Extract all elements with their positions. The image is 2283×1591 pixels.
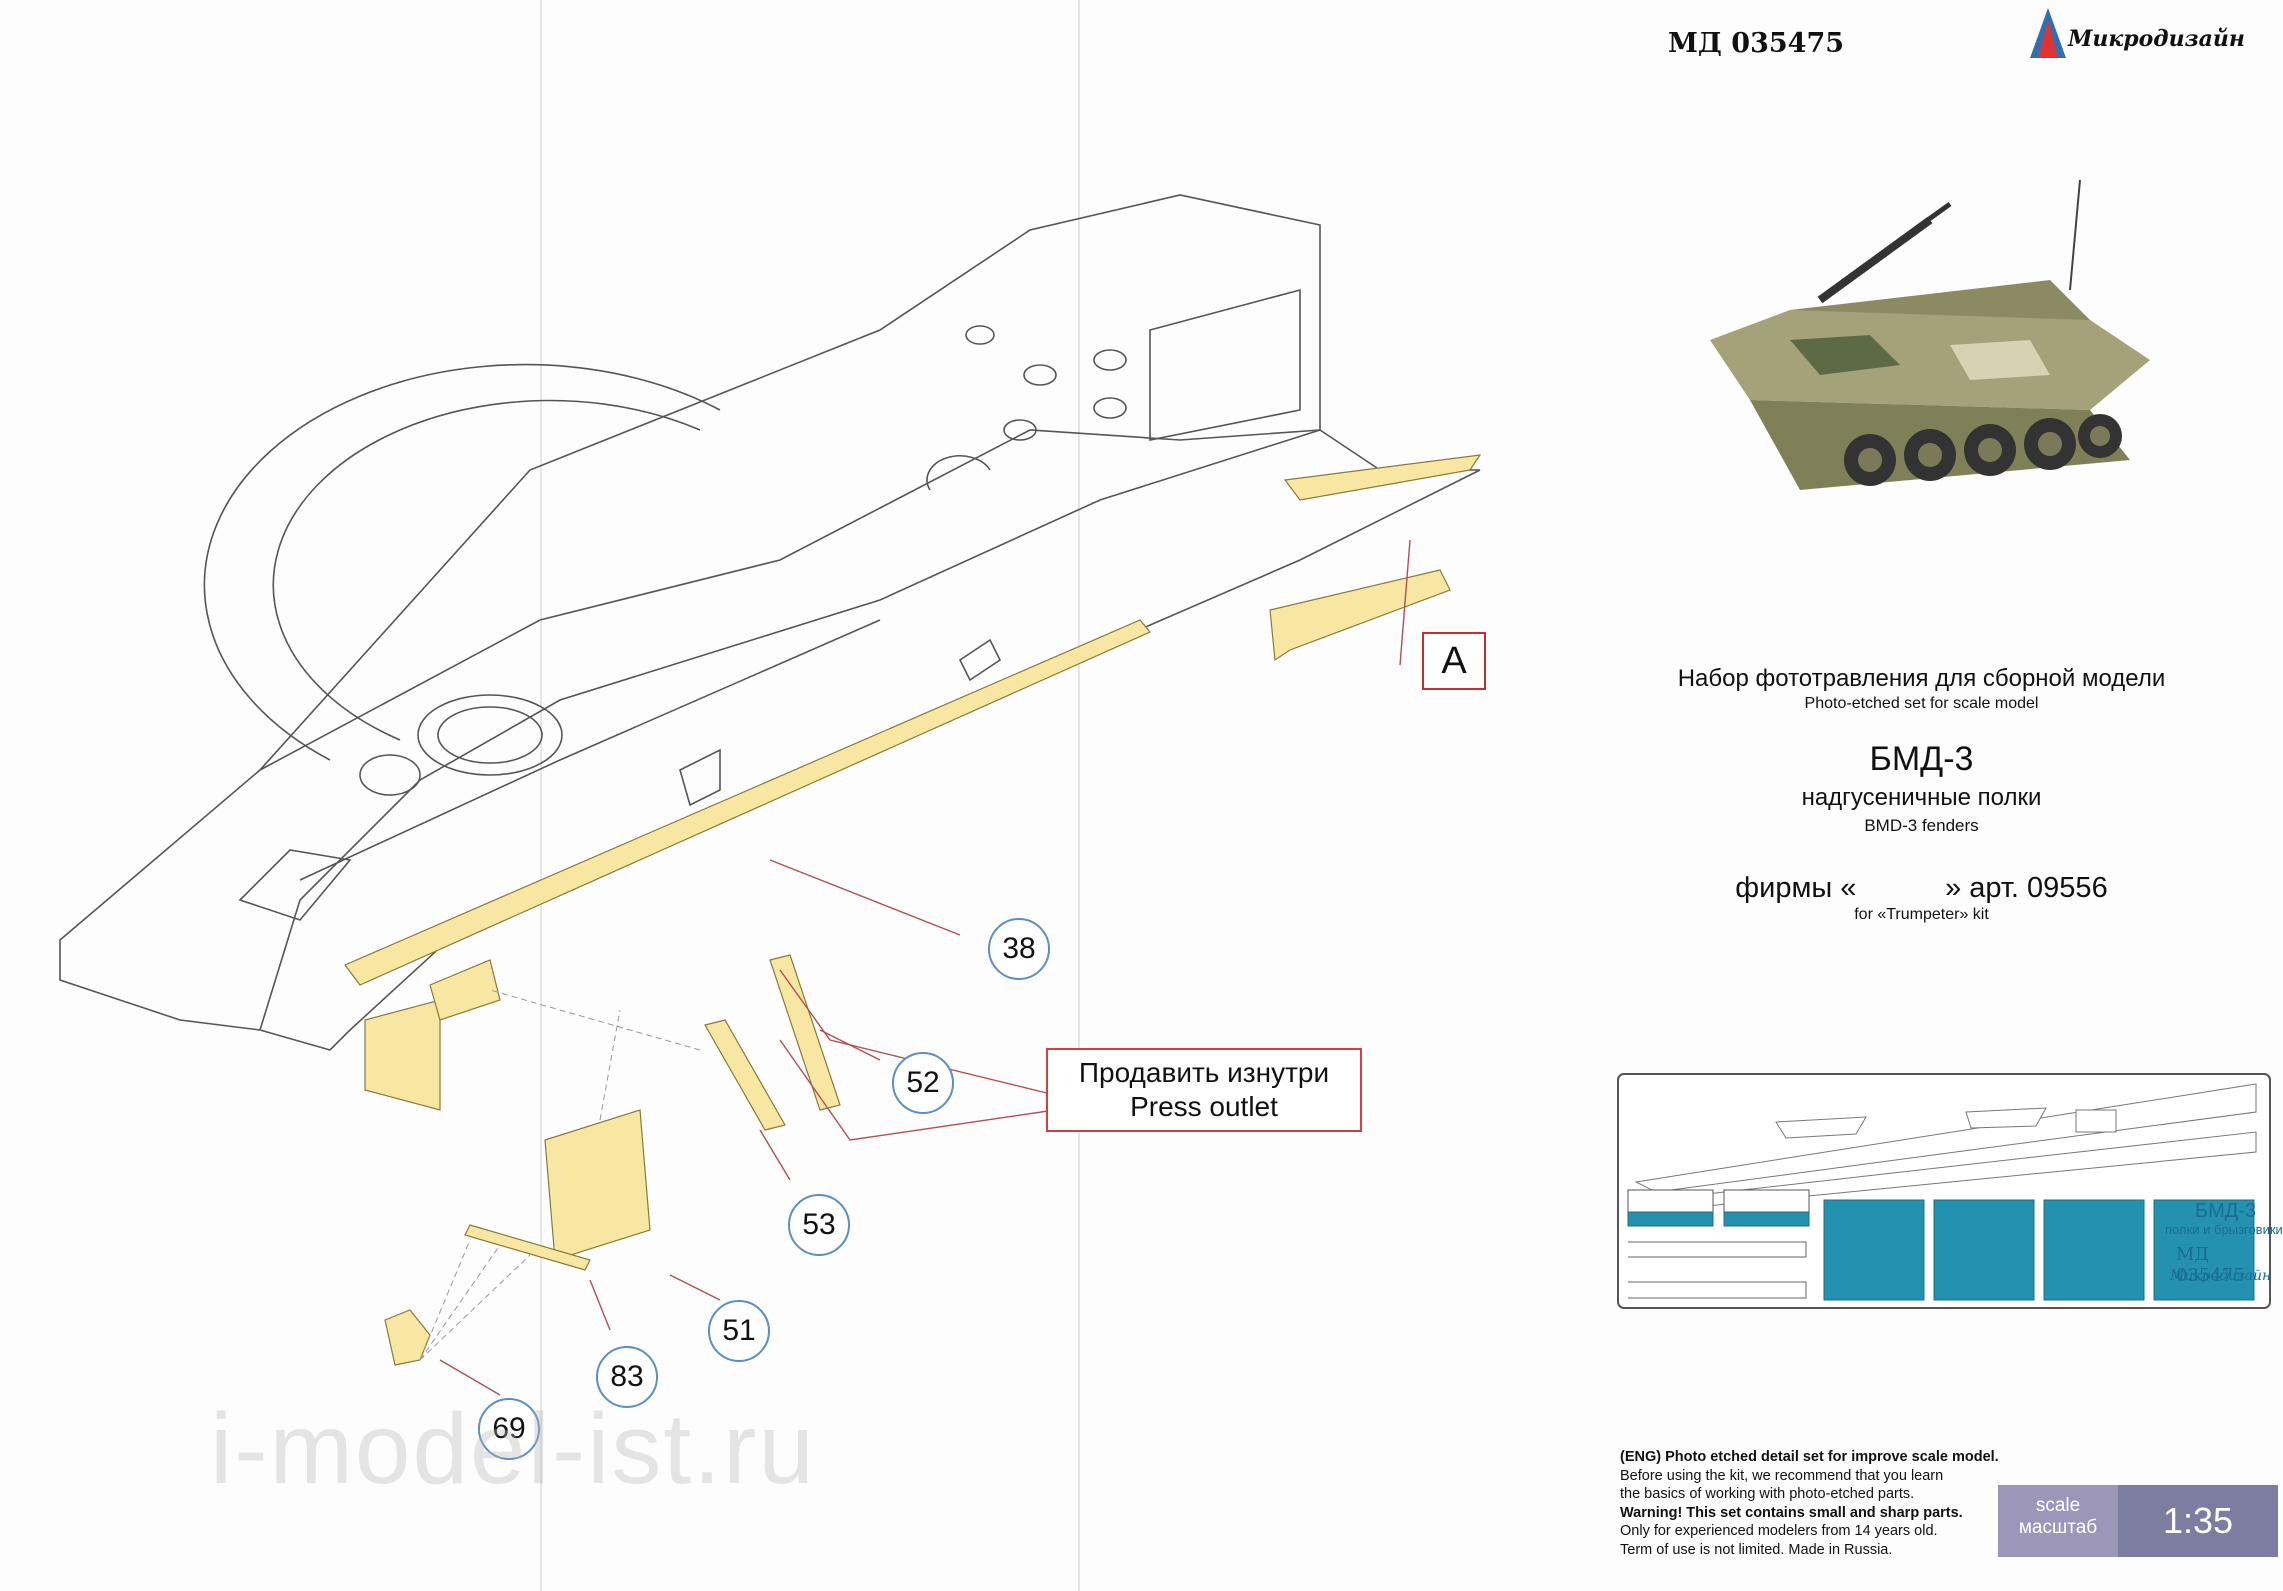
callout-text-en: Press outlet (1130, 1091, 1278, 1122)
note-line: Warning! This set contains small and sha… (1620, 1504, 1963, 1521)
part-number-53: 53 (788, 1194, 850, 1256)
part-number-52: 52 (892, 1052, 954, 1114)
part-number-51: 51 (708, 1300, 770, 1362)
watermark: i-model-ist.ru (210, 1393, 816, 1505)
kit-reference-en: for «Trumpeter» kit (1854, 906, 1989, 923)
fret-title: БМД-3 (2195, 1200, 2257, 1222)
press-outlet-callout: Продавить изнутри Press outlet (1046, 1048, 1362, 1132)
note-line: Term of use is not limited. Made in Russ… (1620, 1541, 1893, 1558)
vehicle-photo (1710, 179, 2150, 490)
page-fold (1078, 0, 1080, 1591)
notes-block: (ENG) Photo etched detail set for improv… (1620, 1448, 2040, 1559)
fret-code: МД 035475 (2176, 1244, 2245, 1286)
brand-name: Микродизайн (2068, 26, 2245, 52)
page-fold (540, 0, 542, 1591)
assembly-diagram (59, 194, 1482, 1396)
scale-label-ru: масштаб (2018, 1517, 2098, 1538)
detail-mark-a: A (1422, 632, 1486, 690)
fret-preview (1617, 1073, 2271, 1309)
subtitle-ru: надгусеничные полки (1801, 784, 2042, 811)
brand-logo-icon (2030, 8, 2066, 58)
scale-label: scale масштаб (1998, 1485, 2118, 1557)
fret-subtitle: полки и брызговики (2165, 1222, 2283, 1237)
fret-brand: Микродизайн (2170, 1268, 2272, 1284)
model-name: БМД-3 (1869, 740, 1974, 778)
part-number-69: 69 (478, 1398, 540, 1460)
callout-text-ru: Продавить изнутри (1078, 1057, 1330, 1088)
cover-panel: МД 035475 Микродизайн Набор фототрав (1560, 0, 2283, 1591)
kit-reference-ru: фирмы « » арт. 09556 (1735, 872, 2108, 904)
note-line: Before using the kit, we recommend that … (1620, 1467, 1944, 1484)
note-line: the basics of working with photo-etched … (1620, 1486, 1915, 1502)
subtitle-en: BMD-3 fenders (1864, 816, 1979, 835)
set-title-ru: Набор фототравления для сборной модели (1677, 665, 2166, 692)
part-number-83: 83 (596, 1346, 658, 1408)
note-line: (ENG) Photo etched detail set for improv… (1620, 1449, 1999, 1465)
part-number-38: 38 (988, 918, 1050, 980)
scale-label-en: scale (2035, 1495, 2081, 1516)
note-line: Only for experienced modelers from 14 ye… (1620, 1523, 1938, 1539)
scale-value: 1:35 (2118, 1485, 2278, 1557)
set-title-en: Photo-etched set for scale model (1804, 695, 2039, 712)
product-code: МД 035475 (1668, 28, 1845, 59)
